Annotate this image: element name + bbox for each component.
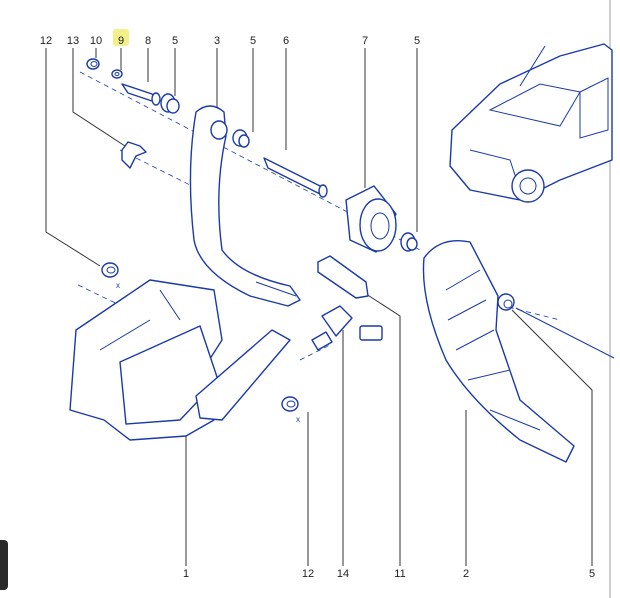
vehicle-illustration xyxy=(449,43,613,203)
part-9-washer xyxy=(111,69,123,79)
cable xyxy=(515,307,615,359)
callout-9[interactable]: 9 xyxy=(118,35,124,47)
callout-3[interactable]: 3 xyxy=(214,35,220,47)
callout-5b[interactable]: 5 xyxy=(250,35,256,47)
part-1-bracket xyxy=(69,279,291,441)
part-2-accelerator-pedal xyxy=(422,240,575,463)
axis-mark-x: x xyxy=(296,415,300,424)
callout-6[interactable]: 6 xyxy=(283,35,289,47)
part-10-nut xyxy=(86,58,100,70)
part-13-clip xyxy=(121,141,147,169)
label-highlight xyxy=(113,29,129,46)
callout-7[interactable]: 7 xyxy=(362,35,368,47)
side-tab[interactable] xyxy=(0,540,8,590)
leader-lines xyxy=(45,48,593,566)
callout-14[interactable]: 14 xyxy=(337,568,349,580)
callout-8[interactable]: 8 xyxy=(145,35,151,47)
part-14-switch xyxy=(311,305,383,351)
callout-5c[interactable]: 5 xyxy=(414,35,420,47)
top-labels: 12 13 10 9 8 5 3 5 6 7 5 xyxy=(40,35,420,47)
part-5-bushing-c xyxy=(400,232,418,252)
part-5-bushing-b xyxy=(232,129,250,148)
part-5-bushing-d xyxy=(497,293,515,311)
part-11-pad xyxy=(317,255,369,299)
callout-12-bottom[interactable]: 12 xyxy=(302,568,314,580)
part-8-sleeve xyxy=(121,83,161,106)
callout-10[interactable]: 10 xyxy=(90,35,102,47)
callout-5d[interactable]: 5 xyxy=(589,568,595,580)
part-7-roller xyxy=(345,185,397,253)
part-5-bushing xyxy=(160,93,180,114)
callout-5a[interactable]: 5 xyxy=(172,35,178,47)
part-12-nut-bottom xyxy=(281,396,299,412)
bottom-labels: 1 12 14 11 2 5 xyxy=(183,568,595,580)
callout-11[interactable]: 11 xyxy=(394,568,405,580)
callout-1[interactable]: 1 xyxy=(183,568,189,580)
callout-12-top[interactable]: 12 xyxy=(40,35,52,47)
part-3-clutch-pedal xyxy=(189,105,301,307)
axis-mark-x: x xyxy=(116,281,120,290)
callout-13[interactable]: 13 xyxy=(67,35,79,47)
callout-2[interactable]: 2 xyxy=(463,568,469,580)
part-6-shaft xyxy=(263,157,328,198)
window-edge xyxy=(609,0,611,598)
part-12-nut-top xyxy=(101,262,119,278)
